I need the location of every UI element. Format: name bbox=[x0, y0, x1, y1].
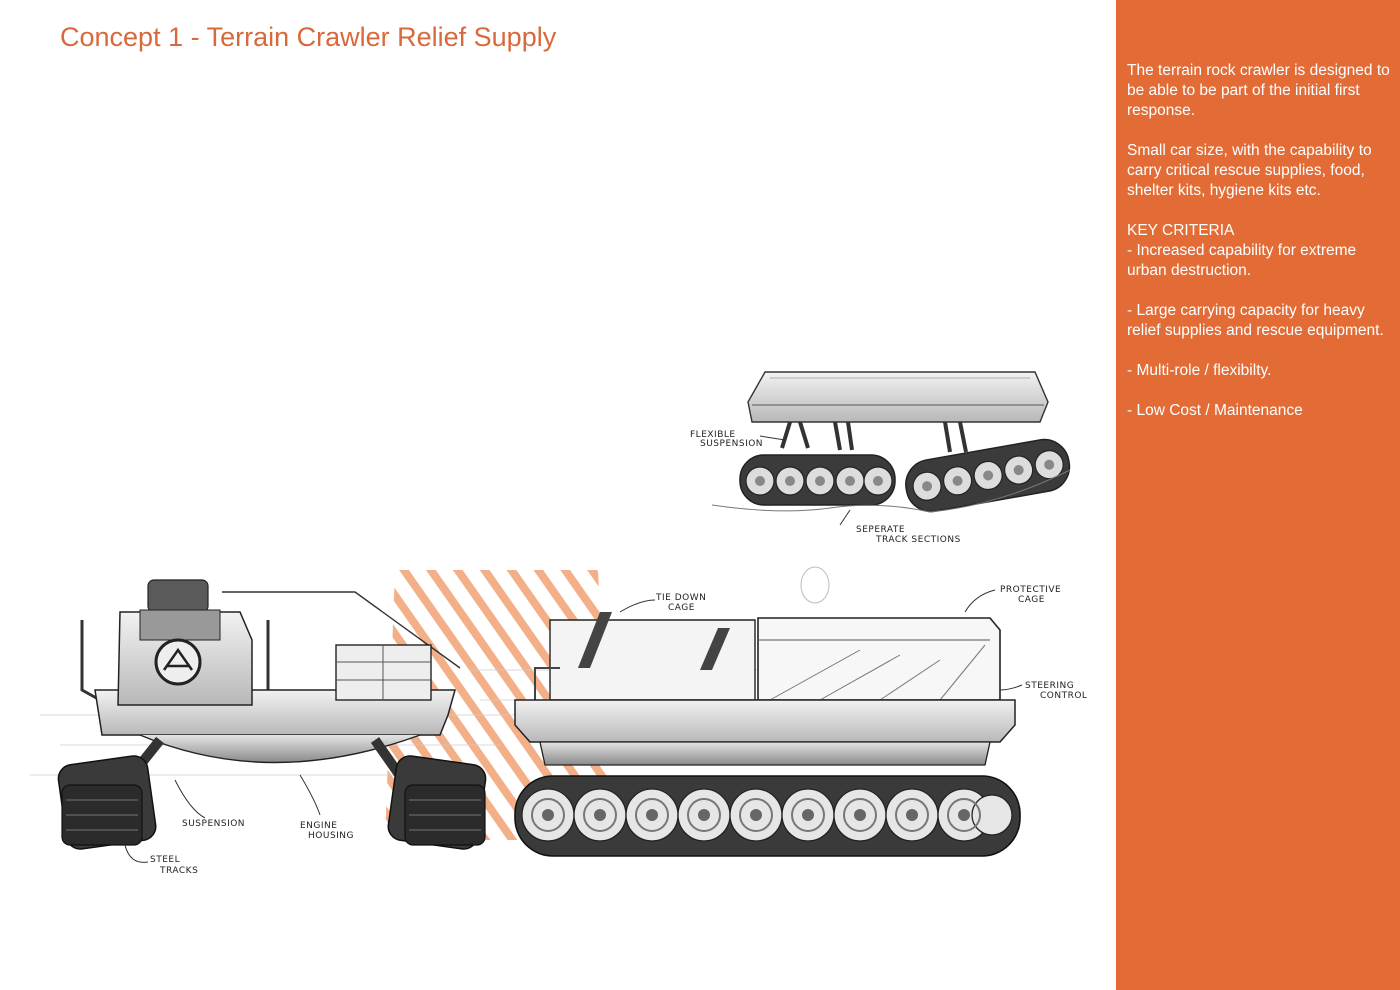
criteria-heading: KEY CRITERIA bbox=[1127, 222, 1235, 239]
label-cage-rear: CAGE bbox=[1018, 595, 1045, 605]
intro-text: The terrain rock crawler is designed to … bbox=[1127, 62, 1390, 119]
capacity-text: Small car size, with the capability to c… bbox=[1127, 142, 1372, 199]
side-view-sketch bbox=[470, 566, 1023, 857]
small-crawler-sketch bbox=[711, 371, 1071, 526]
label-control: CONTROL bbox=[1040, 691, 1087, 701]
label-tracks: TRACKS bbox=[159, 866, 198, 876]
criteria-item-2: - Large carrying capacity for heavy reli… bbox=[1127, 302, 1384, 339]
label-tie-down: TIE DOWN bbox=[655, 593, 706, 603]
criteria-item-4: - Low Cost / Maintenance bbox=[1127, 402, 1303, 419]
label-cage-front: CAGE bbox=[668, 603, 695, 613]
label-steel: STEEL bbox=[150, 855, 180, 865]
criteria-item-3: - Multi-role / flexibilty. bbox=[1127, 362, 1272, 379]
vehicle-sketches: FLEXIBLE SUSPENSION SEPERATE TRACK SECTI… bbox=[30, 371, 1087, 876]
label-track-sections: TRACK SECTIONS bbox=[875, 535, 961, 545]
label-suspension-top: SUSPENSION bbox=[700, 439, 763, 449]
page-title: Concept 1 - Terrain Crawler Relief Suppl… bbox=[60, 22, 557, 52]
description-panel: The terrain rock crawler is designed to … bbox=[1116, 0, 1400, 990]
label-separate: SEPERATE bbox=[856, 525, 905, 535]
label-protective: PROTECTIVE bbox=[1000, 585, 1061, 595]
criteria-item-1: - Increased capability for extreme urban… bbox=[1127, 242, 1357, 279]
label-engine: ENGINE bbox=[300, 821, 337, 831]
front-view-sketch bbox=[30, 579, 520, 863]
label-flexible: FLEXIBLE bbox=[690, 430, 736, 440]
label-housing: HOUSING bbox=[308, 831, 354, 841]
label-suspension-front: SUSPENSION bbox=[182, 819, 245, 829]
label-steering: STEERING bbox=[1025, 681, 1074, 691]
